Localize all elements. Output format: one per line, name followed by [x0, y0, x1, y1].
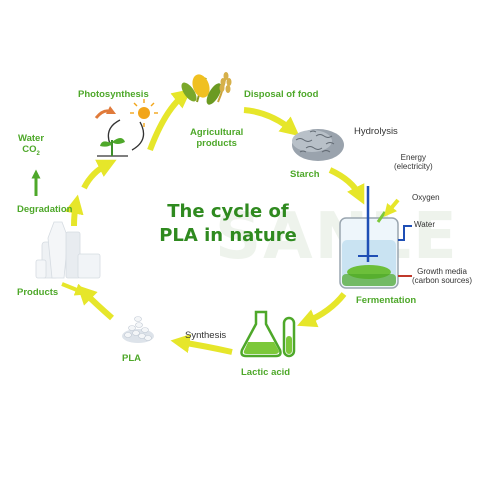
diagram-title-line-1: The cycle of	[167, 201, 289, 222]
arrow-degradation-to-photosynthesis	[81, 159, 117, 190]
label-hydrolysis: Hydrolysis	[354, 126, 398, 137]
arrow-products-label-pointer	[61, 282, 88, 296]
arrow-photosynthesis-to-crops	[147, 89, 192, 152]
label-products: Products	[17, 287, 59, 298]
arrow-crops-to-starch	[243, 107, 300, 137]
label-synthesis: Synthesis	[185, 330, 227, 341]
label-water-co2: Water CO2	[18, 133, 45, 158]
label-lactic-acid: Lactic acid	[241, 367, 291, 378]
label-growth-media: Growth media (carbon sources)	[412, 267, 472, 285]
diagram-title: The cycle of PLA in nature	[158, 200, 298, 249]
label-agricultural-products-line-2: products	[196, 137, 237, 149]
label-oxygen: Oxygen	[412, 193, 440, 202]
arrow-lactic-to-pla	[170, 334, 233, 355]
label-co2-subscript: 2	[36, 150, 40, 157]
photosynthesis-icon	[94, 99, 158, 157]
starch-pile-icon	[292, 129, 344, 161]
label-growth-media-line-2: (carbon sources)	[412, 276, 473, 286]
pla-products-icon	[35, 221, 101, 279]
diagram-title-line-2: PLA in nature	[159, 225, 297, 247]
label-pla: PLA	[122, 353, 141, 364]
label-starch: Starch	[290, 169, 320, 180]
arrow-pla-to-products	[77, 285, 114, 321]
watermark: SANLE	[215, 200, 459, 274]
label-fermenter-water: Water	[414, 220, 436, 229]
arrow-products-to-degradation	[64, 194, 84, 227]
label-agricultural-products-line-1: Agricultural	[190, 127, 244, 138]
agricultural-crops-icon	[181, 72, 232, 105]
label-co2: CO2	[18, 143, 44, 158]
label-photosynthesis: Photosynthesis	[78, 89, 149, 100]
label-fermentation: Fermentation	[356, 295, 417, 306]
label-growth-media-line-1: Growth media	[417, 267, 467, 276]
arrow-starch-to-fermenter	[328, 167, 365, 205]
label-degradation: Degradation	[17, 204, 73, 215]
fermenter-tank-icon	[339, 186, 412, 289]
lactic-acid-flasks-icon	[240, 310, 296, 358]
arrow-fermenter-to-lactic	[297, 292, 347, 328]
label-energy: Energy (electricity)	[394, 153, 433, 171]
label-agricultural-products: Agricultural products	[190, 127, 244, 150]
label-water: Water	[18, 133, 45, 144]
label-energy-line-1: Energy	[400, 153, 427, 162]
pla-pellets-icon	[122, 316, 154, 343]
label-disposal-of-food: Disposal of food	[244, 89, 319, 100]
label-energy-line-2: (electricity)	[394, 162, 433, 172]
label-co2-base: CO	[22, 143, 37, 155]
